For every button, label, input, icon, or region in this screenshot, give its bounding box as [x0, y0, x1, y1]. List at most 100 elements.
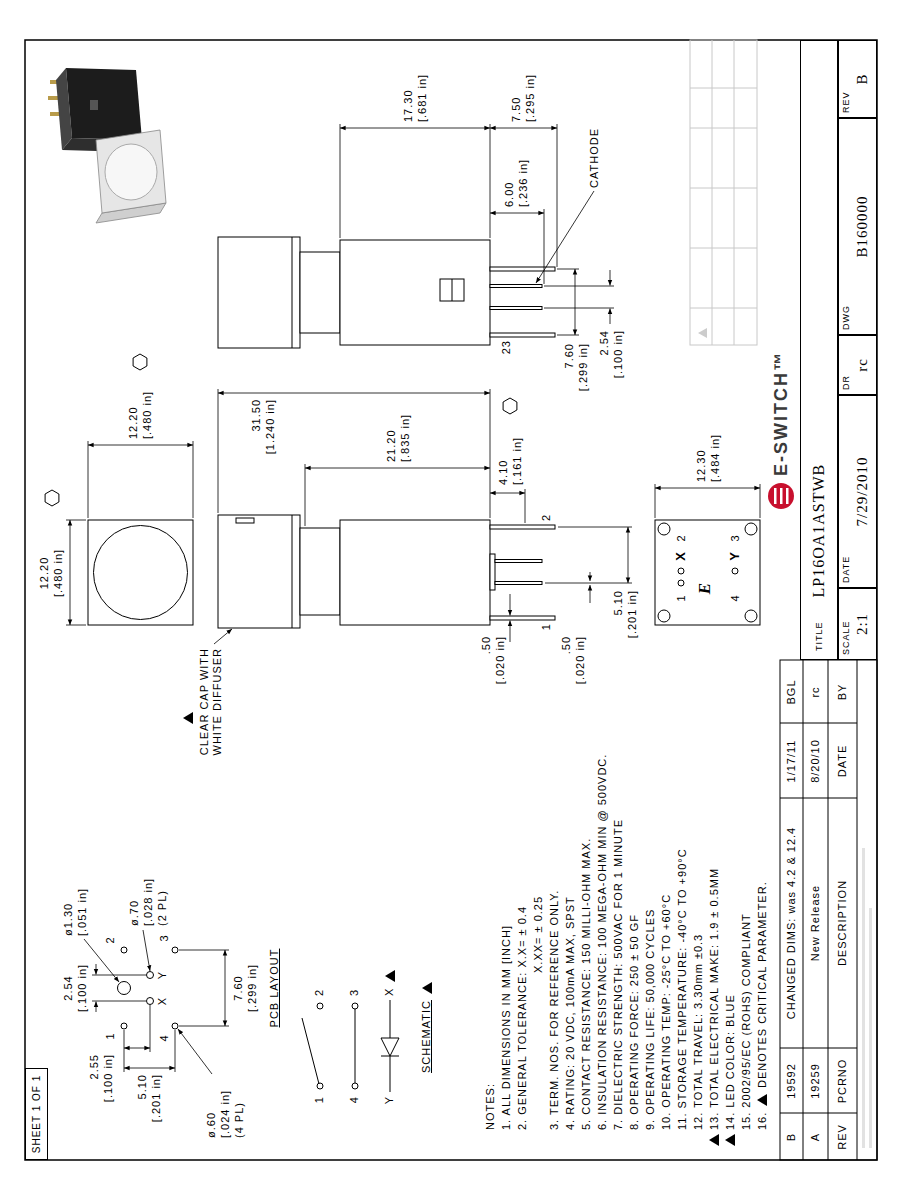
schematic-symbols: [352, 1083, 358, 1089]
dimension-text: 7.60: [232, 975, 245, 1000]
dimension-line: [124, 1048, 150, 1049]
pcb-holes: [172, 947, 178, 953]
dimension-line: [88, 445, 193, 446]
dimension-line: [590, 572, 591, 581]
table-cell: BGL: [785, 679, 798, 704]
dimension-text: [.100 in]: [76, 964, 89, 1012]
cell-heading: DR: [841, 340, 852, 390]
note-text: 8. OPERATING FORCE: 250 ± 50 GF: [628, 914, 641, 1130]
faded-disclaimer: [862, 848, 872, 1148]
dimension-text: [1.240 in]: [264, 399, 277, 454]
dimension-text: [.295 in]: [524, 74, 537, 122]
table-header: DATE: [836, 745, 849, 778]
dimension-text: 2.54: [598, 330, 611, 355]
cell-heading: DATE: [841, 400, 852, 583]
dimension-line: [610, 270, 611, 286]
dimension-line: [557, 335, 579, 336]
faded-disclaimer: [862, 848, 865, 1148]
dimension-text: ø.60: [205, 1112, 218, 1138]
dimension-text: 4.10: [497, 460, 510, 485]
front-view: [218, 515, 300, 628]
leader-line: [143, 930, 150, 971]
dimension-text: 5.10: [136, 1074, 149, 1099]
pin-label: E: [696, 582, 714, 594]
bottom-view: [745, 523, 757, 535]
note-text: 4. RATING: 20 VDC, 100mA MAX, SPST: [564, 896, 577, 1130]
bottom-view: [658, 610, 670, 622]
dimension-line: [610, 309, 611, 325]
note-text: 6. INSULATION RESISTANCE: 100 MEGA-OHM M…: [596, 754, 609, 1130]
dimension-line: [88, 441, 89, 518]
table-header: PCRNO: [836, 1059, 849, 1104]
dimension-line: [490, 128, 557, 129]
note-text: X.XX= ± 0.25: [532, 896, 545, 973]
revision-table: [828, 660, 829, 1160]
cell-value: 7/29/2010: [852, 400, 872, 583]
faded-table: [690, 188, 757, 189]
cell-value: LP16OA1ASTWB: [810, 464, 828, 598]
table-cell: rc: [809, 686, 822, 697]
pcb-holes: [147, 998, 154, 1005]
pin-label: 23: [500, 340, 513, 354]
note-text: 16.: [756, 1112, 769, 1130]
pin-label: X: [156, 997, 169, 1005]
cell-value: 2:1: [852, 593, 872, 655]
dimension-text: [.201 in]: [150, 1074, 163, 1122]
dimension-line: [340, 124, 341, 238]
dimension-text: [.681 in]: [416, 74, 429, 122]
schematic-symbols: [317, 1003, 323, 1009]
front-view: [495, 560, 542, 563]
top-view: [94, 526, 188, 620]
dimension-text: 6.00: [503, 182, 516, 207]
side-view: [300, 252, 340, 333]
dimension-line: [490, 124, 491, 238]
dimension-line: [96, 1002, 97, 1013]
dimension-text: [.201 in]: [626, 590, 639, 638]
note-text: 13. TOTAL ELECTRICAL MAKE: 1.9 ± 0.5MM: [708, 868, 721, 1130]
front-view: [236, 518, 254, 523]
pin-label: Y: [728, 551, 741, 561]
product-photo: [66, 68, 142, 140]
table-cell: A: [809, 1133, 822, 1141]
dimension-line: [150, 1005, 151, 1052]
dimension-text: 21.20: [385, 429, 398, 462]
schematic-symbols: [381, 1038, 399, 1056]
title-cell: DRrc: [838, 335, 877, 395]
cell-value: rc: [852, 340, 872, 390]
dimension-text: [.020 in]: [574, 636, 587, 684]
dimension-line: [575, 269, 576, 335]
bottom-view: [678, 568, 684, 574]
bottom-view: [655, 520, 760, 625]
title-cell: TITLELP16OA1ASTWB: [800, 40, 838, 660]
pin-label: 1: [104, 1032, 117, 1039]
note-text: 2. GENERAL TOLERANCE: X.X= ± 0.4: [516, 906, 529, 1130]
dimension-text: [.480 in]: [52, 549, 65, 597]
leader-line: [536, 191, 594, 283]
dimension-line: [225, 950, 226, 1026]
hexagon-symbol: [45, 490, 59, 506]
dimension-line: [544, 286, 614, 287]
dimension-text: .50: [480, 636, 493, 654]
front-view: [495, 582, 542, 585]
dimension-line: [218, 393, 490, 394]
dimension-line: [545, 583, 632, 584]
note-text: 1. ALL DIMENSIONS IN MM [INCH]: [500, 925, 513, 1130]
side-view: [340, 240, 490, 345]
pin-label: Y: [156, 971, 169, 979]
faded-table: [690, 248, 757, 249]
company-logo: [780, 488, 783, 504]
pin-label: 3: [729, 534, 742, 541]
revision-table: [857, 660, 858, 1160]
bottom-view: [678, 580, 684, 586]
dimension-text: ø1.30: [62, 903, 75, 936]
title-cell: REVB: [838, 40, 877, 118]
pin-label: 1: [540, 623, 553, 630]
dimension-line: [655, 484, 656, 518]
bottom-view: [732, 568, 738, 574]
callout-label: CATHODE: [588, 128, 601, 188]
dimension-line: [558, 527, 632, 528]
dimension-line: [193, 441, 194, 518]
bottom-view: [745, 610, 757, 622]
top-view: [88, 520, 193, 625]
